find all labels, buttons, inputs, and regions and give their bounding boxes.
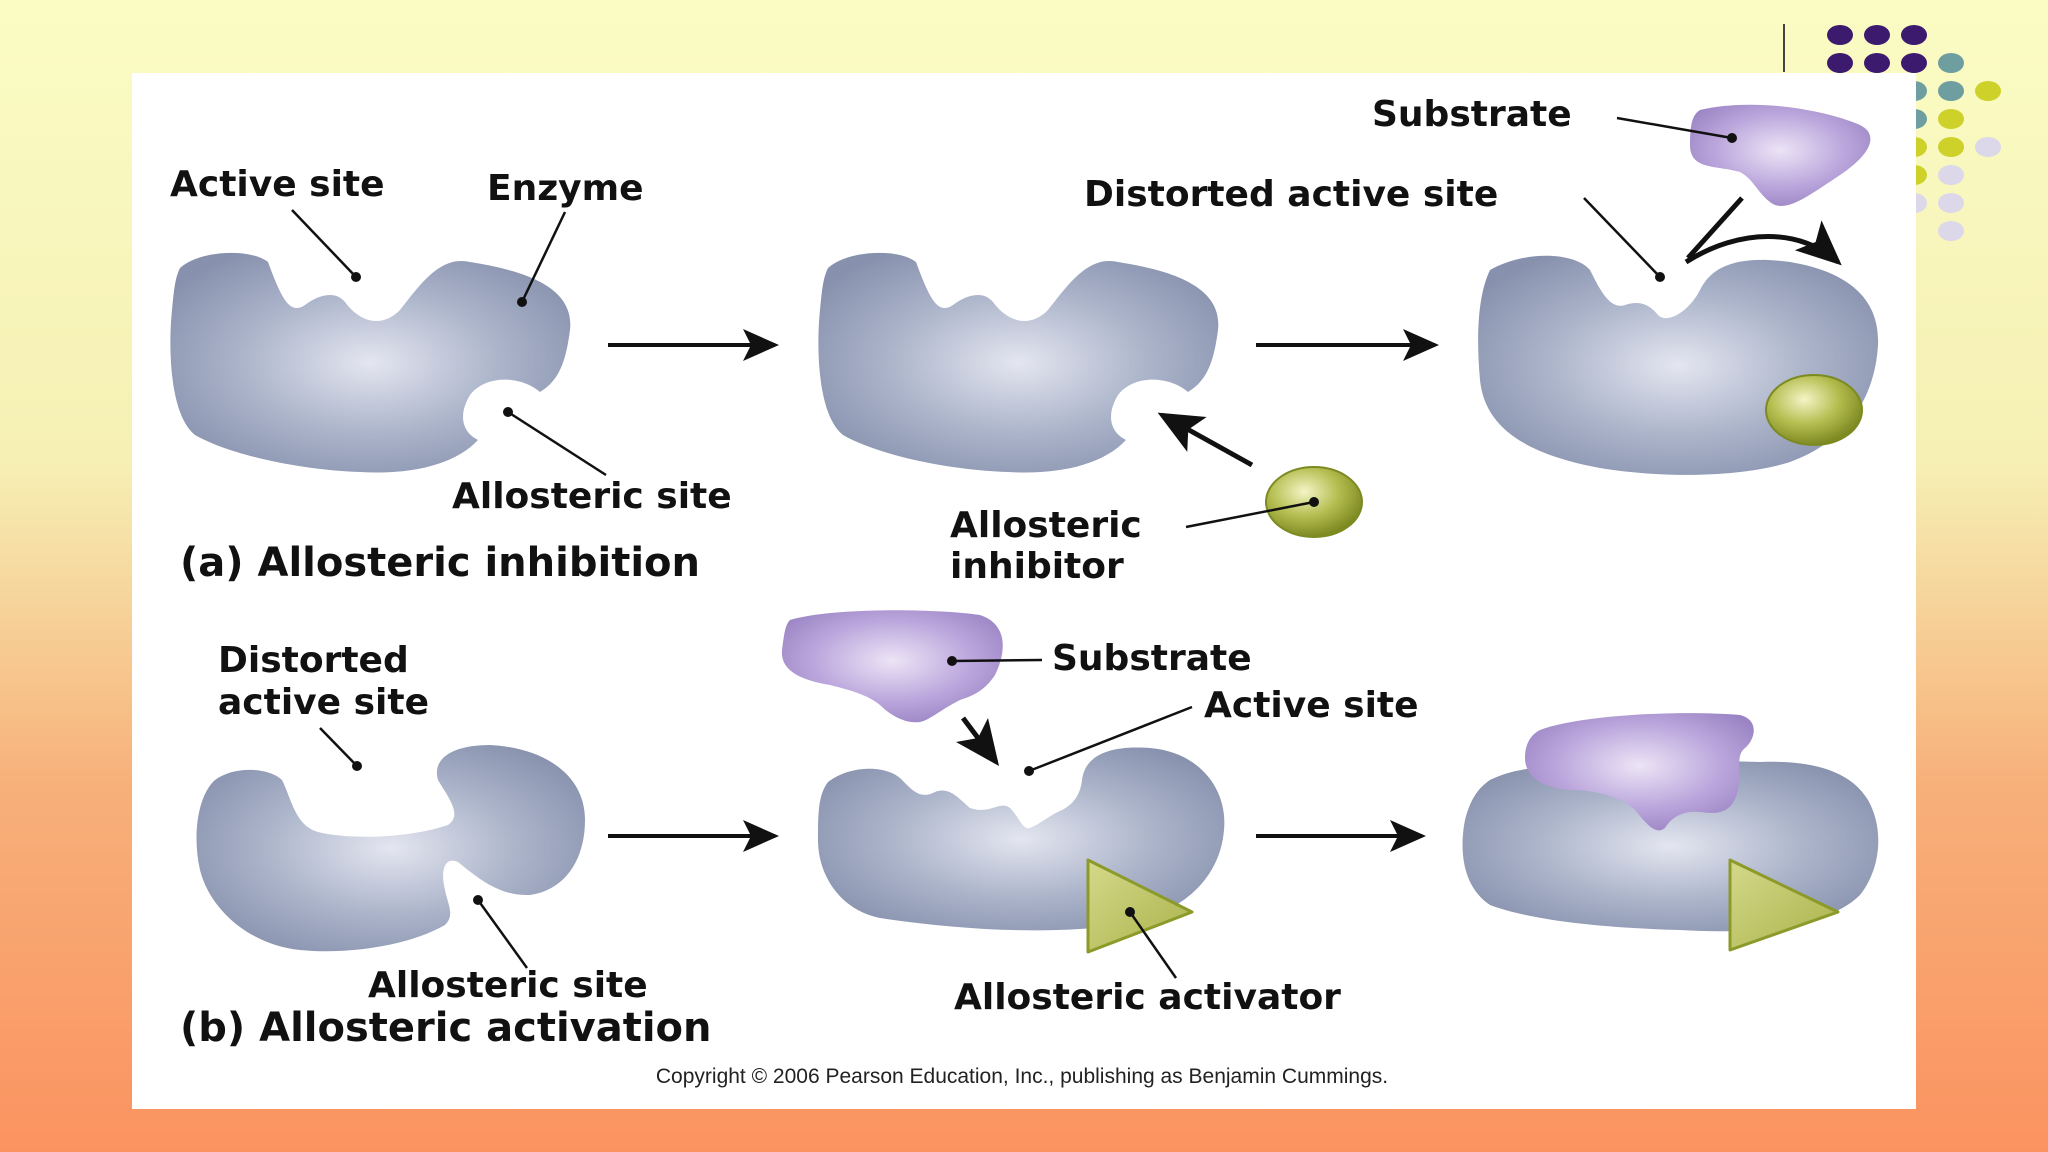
label-allosteric-site: Allosteric site <box>368 965 648 1006</box>
allosteric-inhibitor-bound <box>1765 374 1863 446</box>
allosteric-activator-shape <box>1728 858 1840 952</box>
label-active-site: Active site <box>1204 685 1419 726</box>
label-substrate: Substrate <box>1052 638 1252 679</box>
arrow <box>1157 412 1254 468</box>
label-substrate: Substrate <box>1372 94 1572 135</box>
panel-a: Active site Enzyme Allosteric site Allos… <box>170 94 1879 587</box>
label-allosteric-inhibitor: inhibitor <box>950 546 1124 587</box>
label-allosteric-inhibitor: Allosteric <box>950 505 1142 546</box>
substrate-shape <box>1525 713 1754 831</box>
label-distorted-active-site: Distorted active site <box>1084 174 1498 215</box>
panel-b-caption: (b) Allosteric activation <box>180 1005 712 1051</box>
curved-arrow <box>1684 220 1842 266</box>
substrate-shape <box>781 610 1003 723</box>
label-distorted-active-site: Distorted <box>218 640 409 681</box>
figure-panel <box>132 73 1916 1109</box>
panel-a-caption: (a) Allosteric inhibition <box>180 540 700 586</box>
substrate-shape <box>1690 104 1871 206</box>
enzyme-shape <box>196 745 585 952</box>
arrow <box>956 716 999 766</box>
substrate-block-line <box>1686 196 1744 260</box>
label-distorted-active-site: active site <box>218 682 429 723</box>
label-allosteric-activator: Allosteric activator <box>954 977 1341 1018</box>
enzyme-shape <box>170 252 571 473</box>
label-allosteric-site: Allosteric site <box>452 476 732 517</box>
copyright-text: Copyright © 2006 Pearson Education, Inc.… <box>656 1065 1388 1088</box>
allosteric-activator-shape <box>1086 858 1194 954</box>
enzyme-shape <box>818 252 1219 473</box>
label-enzyme: Enzyme <box>487 168 644 209</box>
panel-b: Distorted active site Allosteric site Su… <box>180 610 1879 1051</box>
label-active-site: Active site <box>170 164 385 205</box>
